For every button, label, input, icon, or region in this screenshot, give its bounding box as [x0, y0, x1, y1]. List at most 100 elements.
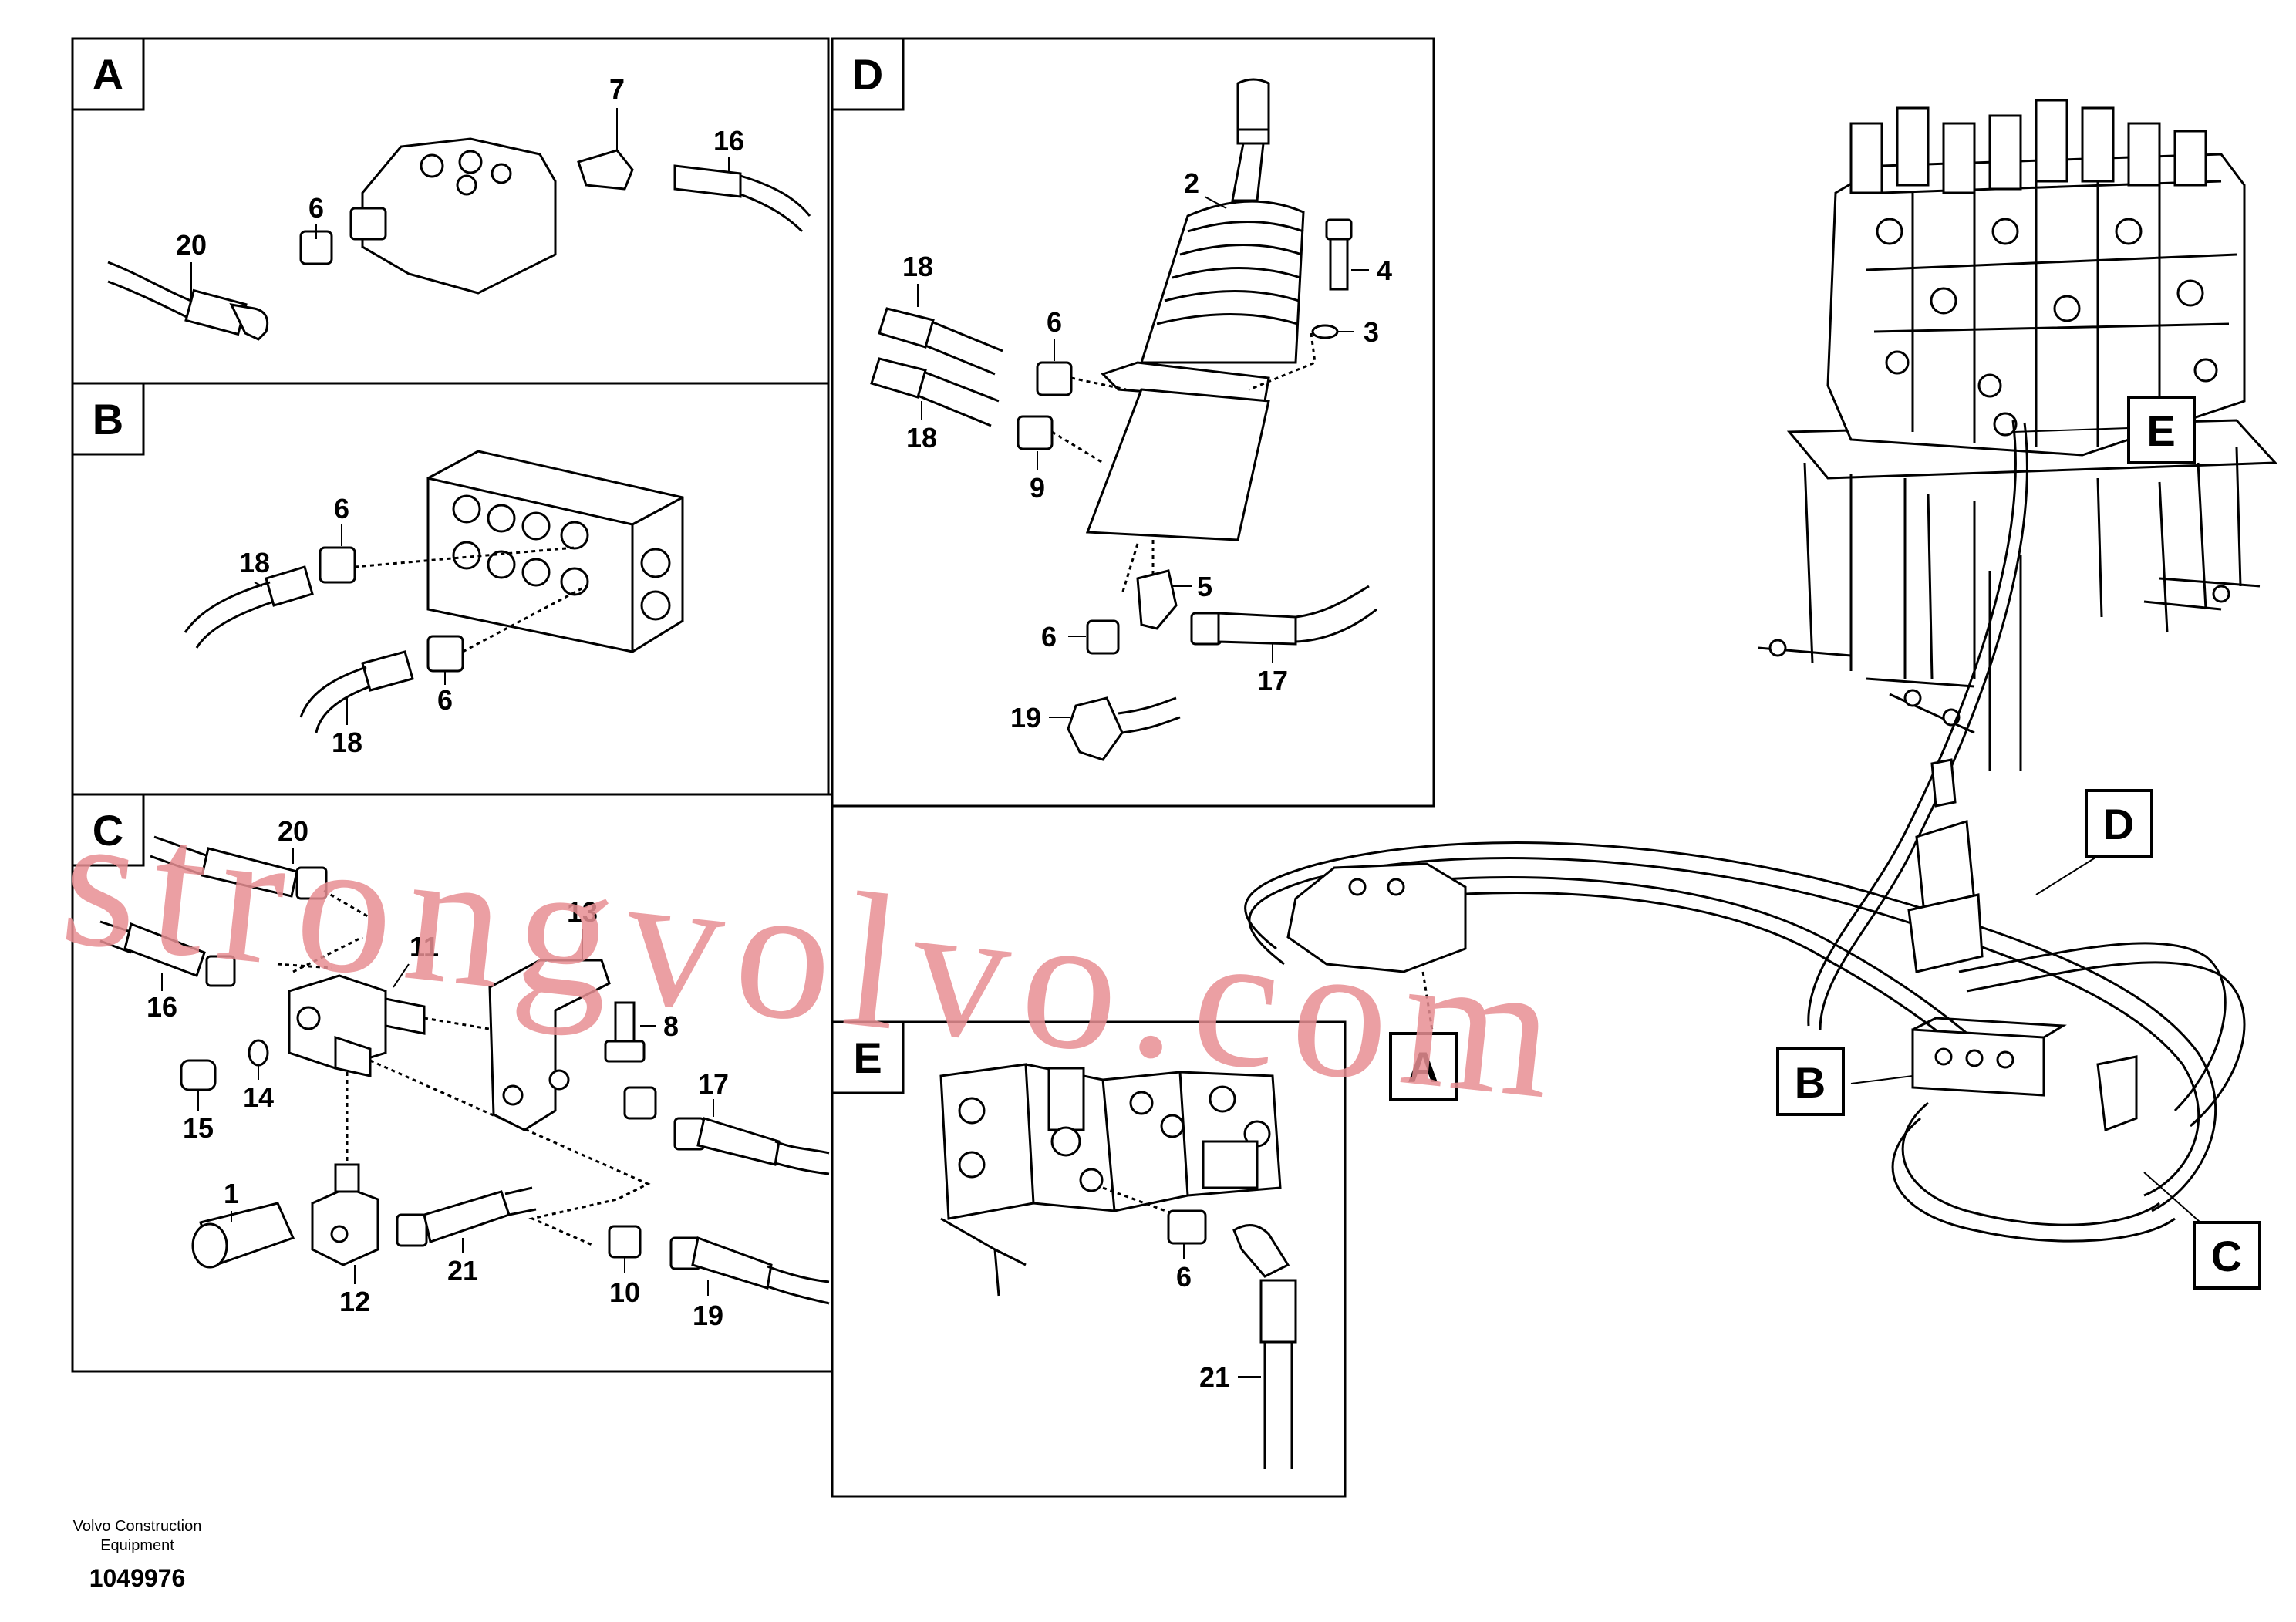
callout-c-12: 12: [339, 1286, 370, 1317]
callout-d-3: 3: [1364, 316, 1379, 348]
overview-tag-a-label: A: [1408, 1043, 1438, 1091]
overview-hose-4: [1901, 1101, 2160, 1226]
overview-bracket-c: [2096, 1055, 2138, 1132]
d-hose-19: [1118, 696, 1177, 715]
callout-18-lower: 18: [332, 727, 362, 758]
d-hose-18-lower-fitting: [870, 357, 927, 399]
callout-c-11: 11: [410, 931, 439, 963]
hose-16-fitting: [673, 164, 742, 198]
callout-d-6-lower: 6: [1041, 621, 1057, 653]
nut-upper: [623, 1086, 657, 1120]
callout-c-15: 15: [183, 1112, 214, 1144]
b-manifold-block: [426, 450, 684, 653]
callout-6-upper: 6: [334, 493, 349, 524]
c-hose-17: [774, 1140, 830, 1155]
b-hose-18-lower-fitting: [361, 650, 414, 692]
callout-c-1: 1: [224, 1178, 239, 1209]
callout-18-upper: 18: [239, 547, 270, 578]
panel-a: A 20 6 7 16: [71, 37, 830, 385]
d-hose-17-fitting: [1217, 612, 1297, 646]
fitting-12: [311, 1186, 379, 1266]
overview-tag-e: [2127, 396, 2196, 464]
callout-c-14: 14: [243, 1081, 274, 1113]
overview-joystick: [1930, 758, 1957, 808]
overview-tag-e-label: E: [2146, 406, 2175, 455]
overview-tag-d: [2085, 789, 2153, 858]
footer: Volvo Construction Equipment 1049976: [73, 1518, 202, 1592]
drawing-number: 1049976: [89, 1564, 186, 1592]
c-hose-19: [767, 1265, 830, 1283]
joystick-knob: [1236, 78, 1270, 131]
panel-b: B 6 18 6 18: [71, 382, 830, 796]
callout-c-10: 10: [609, 1276, 640, 1308]
overview-assembly: E D A B C: [1244, 99, 2278, 1290]
plug-15: [180, 1059, 217, 1091]
overview-hose-2: [1441, 876, 1991, 1054]
callout-c-16: 16: [147, 991, 177, 1023]
callout-c-17: 17: [698, 1068, 729, 1100]
panel-a-letter-box: [71, 37, 145, 111]
nut-10: [608, 1225, 642, 1259]
overview-tag-b-label: B: [1795, 1058, 1826, 1107]
d-adapter-6-upper: [1036, 361, 1073, 396]
panel-b-letter-box: [71, 382, 145, 456]
b-hose-18-lower: [299, 666, 367, 718]
panel-e-letter-box: [831, 1020, 905, 1094]
callout-d-5: 5: [1197, 571, 1212, 602]
c-hose-20-fitting: [201, 847, 298, 898]
callout-d-4: 4: [1377, 255, 1392, 286]
panel-c-letter-box: [71, 793, 145, 867]
washer-3: [1311, 324, 1339, 339]
c-hose-19-fitting: [691, 1236, 773, 1290]
footer-company-line2: Equipment: [100, 1537, 174, 1554]
callout-d-9: 9: [1030, 472, 1045, 504]
callout-e-6: 6: [1176, 1261, 1192, 1293]
callout-6-lower: 6: [437, 684, 453, 716]
panel-d: D 2 4 3 18 6 18: [831, 37, 1435, 808]
panel-d-letter: D: [852, 50, 883, 99]
panel-e: E 6 21: [831, 1020, 1347, 1498]
callout-c-20: 20: [278, 815, 308, 847]
callout-d-2: 2: [1184, 167, 1199, 199]
callout-c-8: 8: [663, 1010, 679, 1042]
b-hose-18-upper: [184, 581, 271, 633]
panel-e-letter: E: [853, 1034, 882, 1082]
overview-tag-a: [1389, 1032, 1458, 1101]
joystick-body: [1085, 388, 1270, 541]
b-adapter-6-lower: [426, 635, 464, 673]
c-hose-21: [504, 1186, 533, 1195]
callout-d-18-lower: 18: [906, 422, 937, 454]
b-hose-18-upper-fitting: [265, 565, 314, 607]
callout-20: 20: [176, 229, 207, 261]
callout-16: 16: [713, 125, 744, 157]
d-hose-19-elbow: [1067, 696, 1124, 761]
callout-d-19: 19: [1010, 702, 1041, 733]
panel-b-letter: B: [93, 395, 123, 443]
callout-d-6-upper: 6: [1047, 306, 1062, 338]
overview-tag-c-label: C: [2211, 1232, 2242, 1280]
overview-valve-a: [1286, 862, 1467, 973]
callout-c-13: 13: [567, 896, 598, 928]
d-hose-18-upper: [932, 321, 1003, 352]
panel-d-letter-box: [831, 37, 905, 111]
panel-a-letter: A: [93, 50, 123, 99]
b-adapter-6-upper: [319, 546, 356, 584]
panel-c-letter: C: [93, 806, 123, 855]
o-ring-14: [248, 1039, 269, 1067]
e-adapter-6: [1167, 1209, 1207, 1245]
c-hose-17-fitting: [696, 1117, 781, 1166]
d-hose-17: [1295, 585, 1370, 619]
c-hose-16-fitting: [123, 922, 206, 977]
callout-6: 6: [308, 192, 324, 224]
callout-7: 7: [609, 73, 625, 105]
e-hose-21-fitting: [1259, 1279, 1297, 1344]
fitting-5: [1136, 569, 1178, 630]
e-hose-21-elbow: [1232, 1224, 1290, 1278]
overview-tag-d-label: D: [2103, 800, 2134, 848]
overview-tag-c: [2193, 1221, 2261, 1290]
callout-d-18-upper: 18: [902, 251, 933, 282]
fitting-9: [1017, 415, 1054, 450]
panel-c: C 20 16 11 15 14 13: [71, 793, 834, 1373]
e-valve-stack: [939, 1063, 1282, 1220]
